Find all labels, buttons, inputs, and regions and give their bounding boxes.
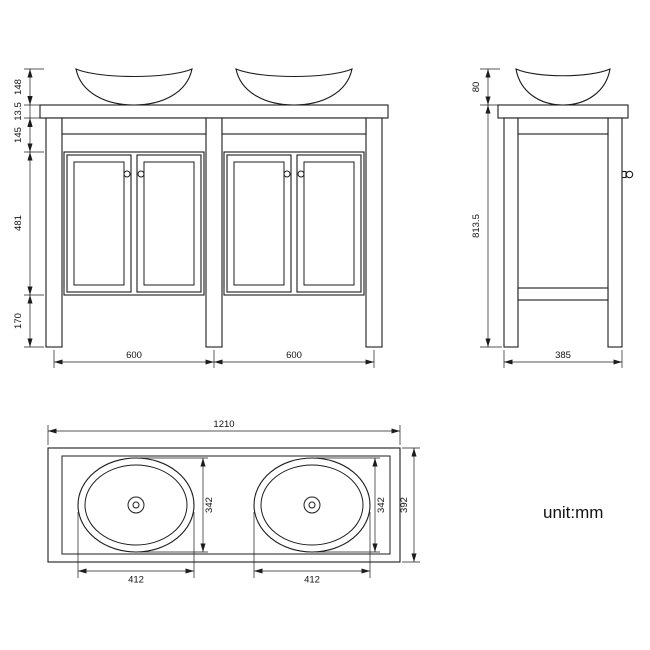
door-panel bbox=[303, 161, 355, 286]
dim-label-counter-depth: 392 bbox=[399, 497, 410, 513]
extension-lines bbox=[77, 512, 195, 578]
extension-lines bbox=[402, 447, 420, 563]
extension-lines bbox=[503, 350, 623, 368]
basin-inner-rim bbox=[260, 464, 364, 546]
dim-left-sink-width: 412 bbox=[77, 512, 195, 586]
door-knob bbox=[283, 170, 291, 178]
leg-front-center bbox=[205, 117, 223, 348]
vessel-sink-front-left bbox=[75, 68, 193, 106]
sink-basin-left bbox=[77, 457, 195, 553]
drain-outer bbox=[303, 496, 321, 514]
dim-right-sink-depth: 342 bbox=[316, 457, 387, 553]
dim-right-sink-width: 412 bbox=[253, 512, 371, 586]
dim-front-bottom: 600 600 bbox=[53, 350, 375, 368]
leg-front-left bbox=[45, 117, 63, 348]
cabinet-door bbox=[136, 154, 202, 293]
dim-label-left-sink-depth: 342 bbox=[204, 497, 215, 513]
basin-outer-rim bbox=[77, 457, 195, 553]
door-panel bbox=[143, 161, 195, 286]
extension-lines bbox=[53, 350, 375, 368]
leg-front-right bbox=[365, 117, 383, 348]
dim-label-cabinet-height: 481 bbox=[13, 215, 24, 231]
door-knob bbox=[297, 170, 305, 178]
dim-label-side-sink-height: 80 bbox=[471, 82, 482, 93]
vessel-sink-front-right bbox=[235, 68, 353, 106]
dim-label-side-body-height: 813.5 bbox=[471, 214, 482, 238]
countertop-front bbox=[39, 104, 389, 119]
leg-side-front bbox=[607, 117, 623, 348]
cabinet-door bbox=[66, 154, 132, 293]
dim-side-left-stack: 80 813.5 bbox=[471, 68, 502, 348]
door-knob-side-stem bbox=[621, 170, 627, 179]
leg-side-back bbox=[503, 117, 519, 348]
extension-lines bbox=[140, 457, 208, 553]
apron-rail-front-right bbox=[221, 117, 367, 135]
top-view: 1210 342 342 392 412 412 bbox=[47, 419, 420, 586]
dim-top-width: 1210 bbox=[47, 419, 401, 445]
dim-label-apron-height: 145 bbox=[13, 127, 24, 143]
basin-inner-rim bbox=[84, 464, 188, 546]
apron-rail-front-left bbox=[61, 117, 207, 135]
front-view: 148 13.5 145 481 170 600 600 bbox=[13, 68, 389, 368]
cabinet-right bbox=[223, 151, 365, 296]
dim-counter-depth: 392 bbox=[399, 447, 420, 563]
cabinet-door bbox=[226, 154, 292, 293]
side-view: 80 813.5 385 bbox=[471, 68, 634, 368]
dim-side-bottom: 385 bbox=[503, 350, 623, 368]
countertop-side bbox=[497, 104, 629, 119]
dim-label-total-width: 1210 bbox=[213, 419, 234, 430]
dim-label-sink-height: 148 bbox=[13, 79, 24, 95]
extension-lines bbox=[316, 457, 380, 553]
unit-label: unit:mm bbox=[543, 503, 603, 522]
dim-label-leg-clearance: 170 bbox=[13, 313, 24, 329]
dim-label-counter-thickness: 13.5 bbox=[13, 102, 24, 121]
dim-label-right-sink-depth: 342 bbox=[376, 497, 387, 513]
dim-left-sink-depth: 342 bbox=[140, 457, 215, 553]
cabinet-left bbox=[63, 151, 205, 296]
door-knob-side bbox=[625, 170, 634, 179]
sink-basin-right bbox=[253, 457, 371, 553]
stretcher-rail-side bbox=[517, 287, 609, 301]
extension-lines bbox=[24, 68, 44, 348]
dim-label-right-sink-width: 412 bbox=[304, 575, 320, 586]
cabinet-door bbox=[296, 154, 362, 293]
vessel-sink-side bbox=[515, 68, 611, 106]
dim-label-side-depth: 385 bbox=[555, 350, 571, 361]
basin-outer-rim bbox=[253, 457, 371, 553]
apron-rail-side bbox=[517, 117, 609, 135]
door-panel bbox=[73, 161, 125, 286]
dim-label-left-sink-width: 412 bbox=[128, 575, 144, 586]
drain-outer bbox=[127, 496, 145, 514]
door-knob bbox=[137, 170, 145, 178]
drain-inner bbox=[308, 501, 316, 509]
drain-inner bbox=[132, 501, 140, 509]
door-panel bbox=[233, 161, 285, 286]
dim-front-left-stack: 148 13.5 145 481 170 bbox=[13, 68, 44, 348]
door-knob bbox=[123, 170, 131, 178]
countertop-inner-edge bbox=[61, 455, 391, 555]
extension-lines bbox=[253, 512, 371, 578]
dim-label-left-section: 600 bbox=[126, 350, 142, 361]
dim-label-right-section: 600 bbox=[286, 350, 302, 361]
extension-lines bbox=[47, 425, 401, 445]
